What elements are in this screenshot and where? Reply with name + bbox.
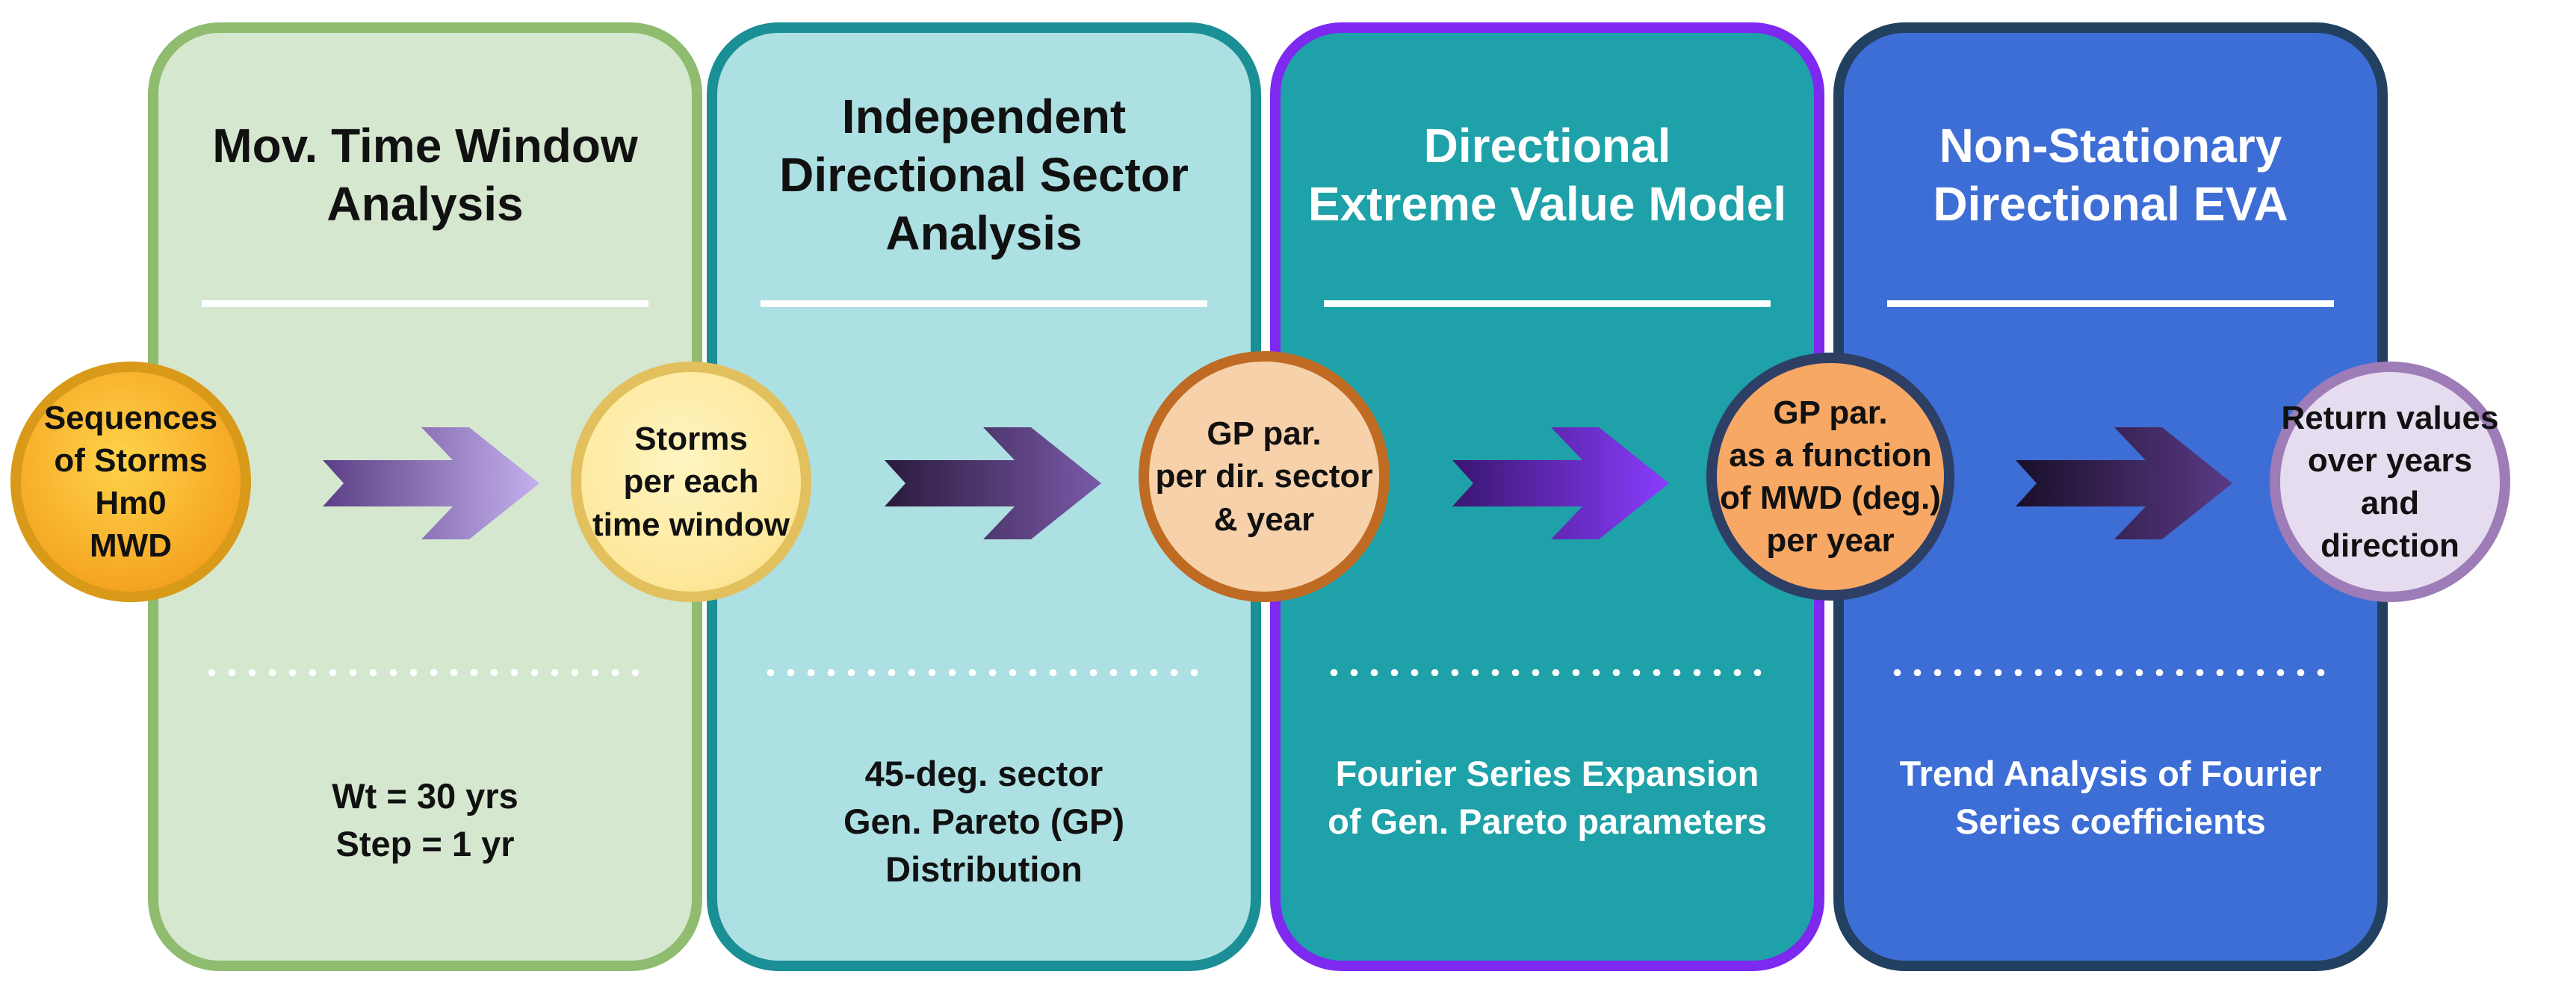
- right-arrow-icon: [2016, 427, 2232, 539]
- node-storm-sequences: Sequences of Storms Hm0 MWD: [10, 362, 251, 602]
- panel-title: Independent Directional Sector Analysis: [779, 89, 1189, 261]
- panel-dotted-divider: [202, 669, 648, 676]
- right-arrow-icon: [885, 427, 1101, 539]
- panel-title: Mov. Time Window Analysis: [212, 118, 638, 231]
- panel-note: 45-deg. sector Gen. Pareto (GP) Distribu…: [843, 754, 1125, 889]
- panel-divider: [202, 300, 648, 307]
- panel-dotted-divider: [1324, 669, 1771, 676]
- panel-dotted-divider: [1887, 669, 2334, 676]
- panel-divider: [1887, 300, 2334, 307]
- right-arrow-icon: [323, 427, 539, 539]
- right-arrow-icon: [1452, 427, 1669, 539]
- panel-dotted-divider: [761, 669, 1207, 676]
- panel-title: Directional Extreme Value Model: [1307, 118, 1787, 231]
- node-gp-par-per-sector: GP par. per dir. sector & year: [1139, 351, 1390, 602]
- node-gp-par-function-mwd: GP par. as a function of MWD (deg.) per …: [1706, 353, 1954, 601]
- panel-note: Wt = 30 yrs Step = 1 yr: [332, 776, 518, 864]
- panel-note: Fourier Series Expansion of Gen. Pareto …: [1328, 754, 1767, 841]
- panel-note: Trend Analysis of Fourier Series coeffic…: [1899, 754, 2322, 841]
- panel-divider: [1324, 300, 1771, 307]
- node-storms-per-window: Storms per each time window: [571, 362, 811, 602]
- panel-title: Non-Stationary Directional EVA: [1933, 118, 2288, 231]
- node-return-values: Return values over years and direction: [2270, 362, 2510, 602]
- panel-divider: [761, 300, 1207, 307]
